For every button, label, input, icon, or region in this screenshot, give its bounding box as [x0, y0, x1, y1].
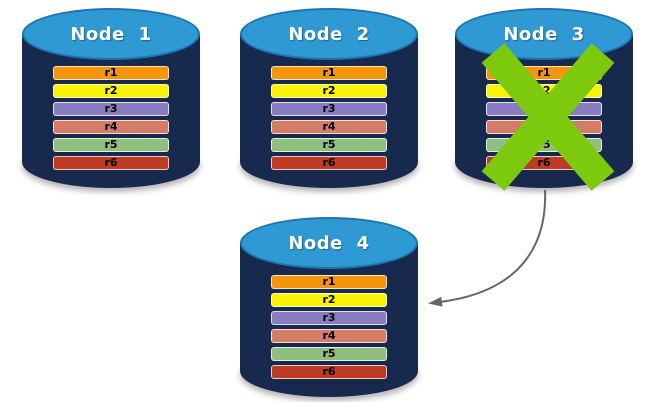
cylinder-top: Node 3 [455, 8, 633, 60]
cylinder-top: Node 2 [240, 8, 418, 60]
node-title: Node 3 [503, 23, 585, 45]
row-r6: r6 [53, 156, 169, 170]
row-list: r1 r2 r3 r4 r5 r6 [53, 66, 169, 170]
row-r4: r4 [53, 120, 169, 134]
node-1-cylinder: Node 1 r1 r2 r3 r4 r5 r6 [22, 8, 200, 188]
row-r2: r2 [271, 84, 387, 98]
failure-cross-icon [481, 43, 615, 191]
row-r5: r5 [271, 138, 387, 152]
row-r3: r3 [271, 311, 387, 325]
row-r5: r5 [271, 347, 387, 361]
row-r1: r1 [271, 66, 387, 80]
row-r5: r5 [53, 138, 169, 152]
node-2-cylinder: Node 2 r1 r2 r3 r4 r5 r6 [240, 8, 418, 188]
row-r1: r1 [53, 66, 169, 80]
row-list: r1 r2 r3 r4 r5 r6 [271, 275, 387, 379]
node-title: Node 4 [288, 232, 370, 254]
row-r2: r2 [271, 293, 387, 307]
row-list: r1 r2 r3 r4 r5 r6 [271, 66, 387, 170]
node-title: Node 1 [70, 23, 152, 45]
row-r6: r6 [271, 156, 387, 170]
row-r6: r6 [271, 365, 387, 379]
node-4-cylinder: Node 4 r1 r2 r3 r4 r5 r6 [240, 217, 418, 397]
node-title: Node 2 [288, 23, 370, 45]
row-r3: r3 [271, 102, 387, 116]
cylinder-top: Node 4 [240, 217, 418, 269]
row-r4: r4 [271, 120, 387, 134]
row-r1: r1 [271, 275, 387, 289]
row-r2: r2 [53, 84, 169, 98]
cylinder-top: Node 1 [22, 8, 200, 60]
row-r3: r3 [53, 102, 169, 116]
row-r4: r4 [271, 329, 387, 343]
